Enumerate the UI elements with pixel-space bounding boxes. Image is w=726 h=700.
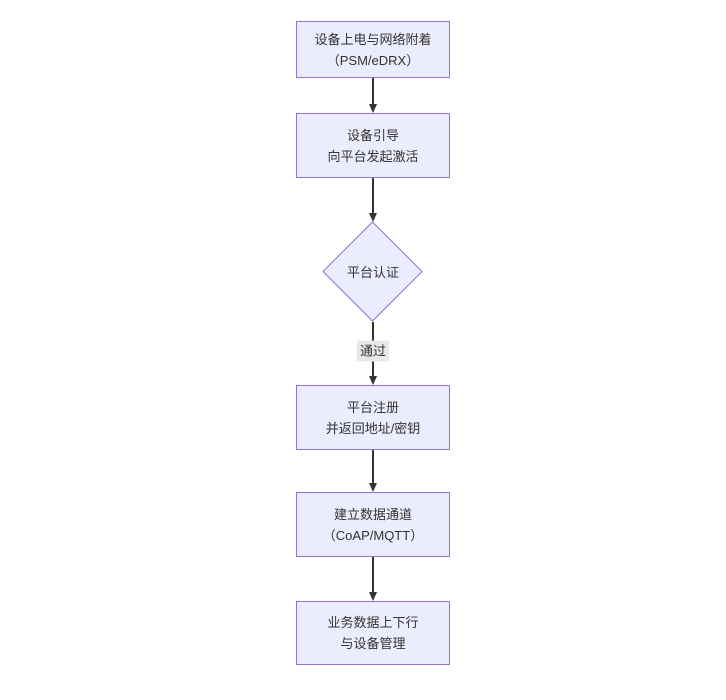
node-label-line: 并返回地址/密钥 [325, 420, 421, 436]
node-label-line: 向平台发起激活 [327, 148, 419, 164]
node-platform-auth-decision: 平台认证 [322, 221, 423, 322]
arrowhead-down-icon [368, 376, 377, 385]
node-label-line: 业务数据上下行 [327, 615, 419, 630]
node-power-attach: 设备上电与网络附着 （PSM/eDRX） [296, 21, 450, 78]
node-label-line: （CoAP/MQTT） [322, 527, 424, 543]
edge-line [372, 78, 374, 105]
edge-line [372, 178, 374, 214]
node-bootstrap-activate: 设备引导 向平台发起激活 [296, 113, 450, 178]
node-label-line: 建立数据通道 [333, 506, 412, 522]
node-data-channel: 建立数据通道 （CoAP/MQTT） [296, 492, 450, 557]
node-label-line: 设备上电与网络附着 [314, 31, 432, 47]
node-label-line: （PSM/eDRX） [326, 52, 420, 68]
node-business-data: 业务数据上下行 与设备管理 [296, 601, 450, 665]
node-label-line: 平台认证 [346, 264, 399, 280]
edge-label-pass: 通过 [356, 340, 390, 362]
node-label-line: 与设备管理 [340, 636, 406, 651]
node-label-line: 设备引导 [346, 127, 399, 143]
arrowhead-down-icon [368, 592, 377, 601]
node-label-line: 平台注册 [346, 399, 399, 415]
arrowhead-down-icon [368, 104, 377, 113]
arrowhead-down-icon [368, 213, 377, 222]
node-platform-register: 平台注册 并返回地址/密钥 [296, 385, 450, 450]
arrowhead-down-icon [368, 483, 377, 492]
edge-line [372, 557, 374, 593]
edge-line [372, 450, 374, 484]
